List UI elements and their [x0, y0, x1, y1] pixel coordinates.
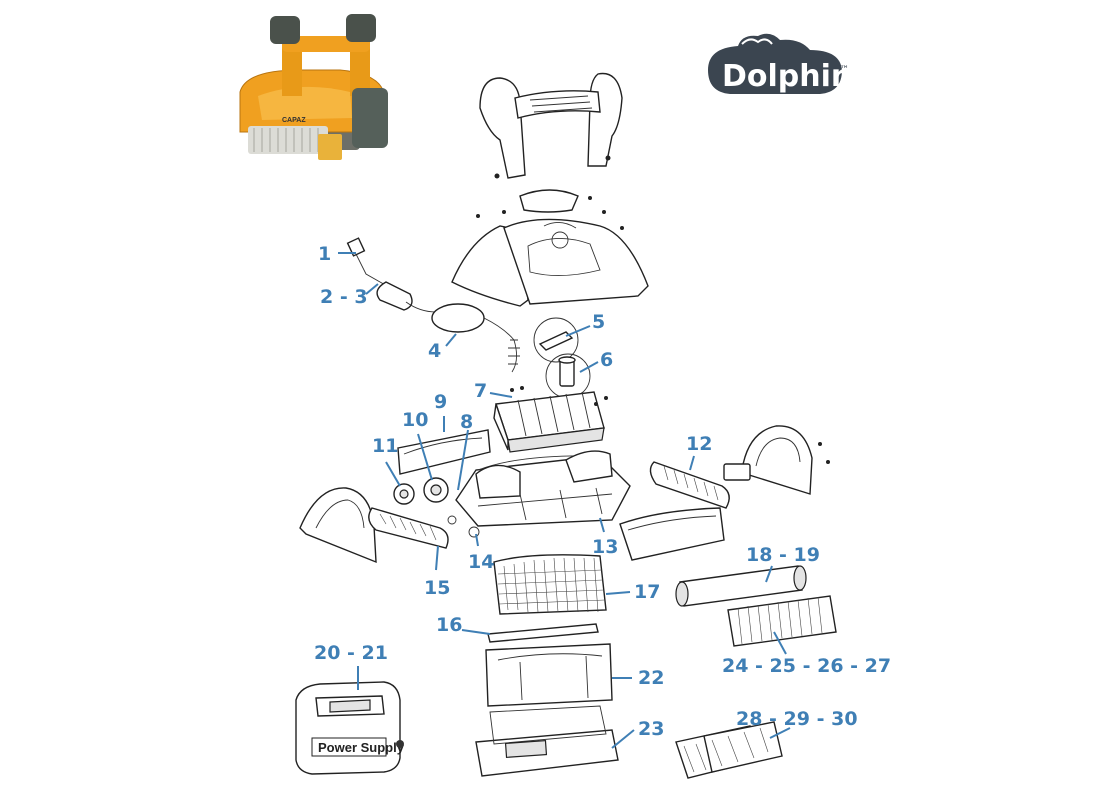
callout-12: 12 [686, 433, 712, 455]
top-cover [451, 189, 649, 307]
callout-22: 22 [638, 667, 664, 689]
callout-11: 11 [372, 435, 398, 457]
callout-5: 5 [592, 311, 605, 333]
callout-13: 13 [592, 536, 618, 558]
callout-labels: 1 2 - 3 4 5 6 7 8 9 10 11 12 13 14 15 16… [314, 243, 891, 740]
impeller-detail [533, 317, 591, 399]
fine-filter-elements [675, 721, 783, 779]
motor-unit [493, 386, 608, 453]
side-panel-right [619, 507, 725, 561]
track-right [649, 461, 730, 509]
leader-lines [338, 252, 791, 749]
side-panel-left [397, 429, 491, 475]
filter-tray [475, 705, 619, 777]
callout-24-27: 24 - 25 - 26 - 27 [722, 655, 891, 677]
callout-8: 8 [460, 411, 473, 433]
drive-gears [393, 477, 480, 538]
logo-text: Dolphin [722, 59, 852, 94]
callout-9: 9 [434, 391, 447, 413]
logo-trademark: ™ [840, 65, 849, 75]
robot-model-badge: CAPAZ [282, 117, 306, 124]
brush-bristles [727, 595, 837, 647]
callout-14: 14 [468, 551, 494, 573]
track-left [368, 507, 449, 549]
callout-1: 1 [318, 243, 331, 265]
brush-roller-core [675, 565, 807, 607]
power-supply-label: Power Supply [318, 740, 405, 755]
handle-assembly [479, 72, 623, 179]
callout-28-30: 28 - 29 - 30 [736, 708, 858, 730]
dolphin-logo: Dolphin ™ [708, 33, 852, 94]
side-cap-left [299, 487, 377, 564]
power-supply: Power Supply [295, 681, 405, 775]
filter-basket [493, 554, 607, 615]
bottom-chassis [455, 450, 631, 527]
callout-10: 10 [402, 409, 428, 431]
callout-15: 15 [424, 577, 450, 599]
callout-18-19: 18 - 19 [746, 544, 820, 566]
filter-frame [485, 643, 613, 707]
callout-7: 7 [474, 380, 487, 402]
callout-4: 4 [428, 340, 441, 362]
callout-16: 16 [436, 614, 462, 636]
side-cap-right [723, 425, 830, 495]
filter-clip [487, 623, 599, 643]
robot-product-image: CAPAZ [239, 14, 388, 160]
callout-20-21: 20 - 21 [314, 642, 388, 664]
callout-23: 23 [638, 718, 664, 740]
floating-cable-swivel [346, 237, 520, 373]
callout-6: 6 [600, 349, 613, 371]
callout-17: 17 [634, 581, 660, 603]
callout-2-3: 2 - 3 [320, 286, 368, 308]
